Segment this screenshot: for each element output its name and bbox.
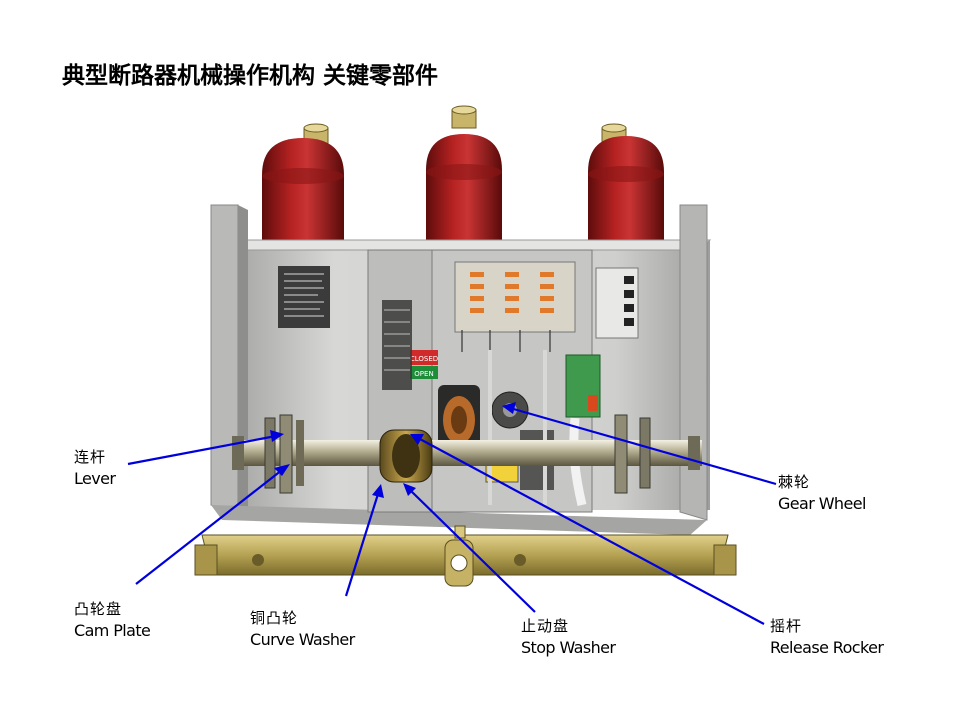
arrow-curve-washer — [344, 484, 384, 597]
label-lever-en: Lever — [74, 469, 116, 488]
label-release-rocker-zh: 摇杆 — [770, 617, 803, 635]
label-lever: 连杆 Lever — [74, 447, 116, 489]
label-gear-wheel-zh: 棘轮 — [778, 473, 811, 491]
label-curve-washer: 铜凸轮 Curve Washer — [250, 608, 355, 650]
arrow-release-rocker — [410, 434, 765, 625]
insulators — [262, 105, 664, 243]
insulator-left — [262, 123, 344, 243]
page-title: 典型断路器机械操作机构 关键零部件 — [62, 62, 439, 89]
mechanism — [382, 300, 554, 505]
label-stop-washer-en: Stop Washer — [521, 638, 616, 657]
label-curve-washer-en: Curve Washer — [250, 630, 355, 649]
label-release-rocker-en: Release Rocker — [770, 638, 884, 657]
arrow-lever — [127, 430, 284, 466]
status-indicator: CLOSED OPEN — [410, 350, 438, 379]
label-stop-washer-zh: 止动盘 — [521, 617, 570, 635]
label-lever-zh: 连杆 — [74, 448, 107, 466]
label-cam-plate-zh: 凸轮盘 — [74, 600, 123, 618]
arrow-gear-wheel — [502, 402, 777, 486]
arrow-cam-plate — [135, 464, 290, 585]
label-cam-plate: 凸轮盘 Cam Plate — [74, 599, 151, 641]
base-truck — [194, 525, 737, 587]
label-release-rocker: 摇杆 Release Rocker — [770, 616, 884, 658]
label-curve-washer-zh: 铜凸轮 — [250, 609, 299, 627]
label-gear-wheel: 棘轮 Gear Wheel — [778, 472, 866, 514]
label-gear-wheel-en: Gear Wheel — [778, 494, 866, 513]
closed-flag: CLOSED — [410, 355, 438, 363]
label-stop-washer: 止动盘 Stop Washer — [521, 616, 616, 658]
callout-arrows — [127, 402, 777, 625]
arrow-stop-washer — [403, 483, 536, 613]
open-flag: OPEN — [414, 370, 433, 378]
label-cam-plate-en: Cam Plate — [74, 621, 151, 640]
insulator-middle — [426, 105, 502, 243]
insulator-right — [588, 123, 664, 243]
main-shaft — [232, 414, 702, 494]
